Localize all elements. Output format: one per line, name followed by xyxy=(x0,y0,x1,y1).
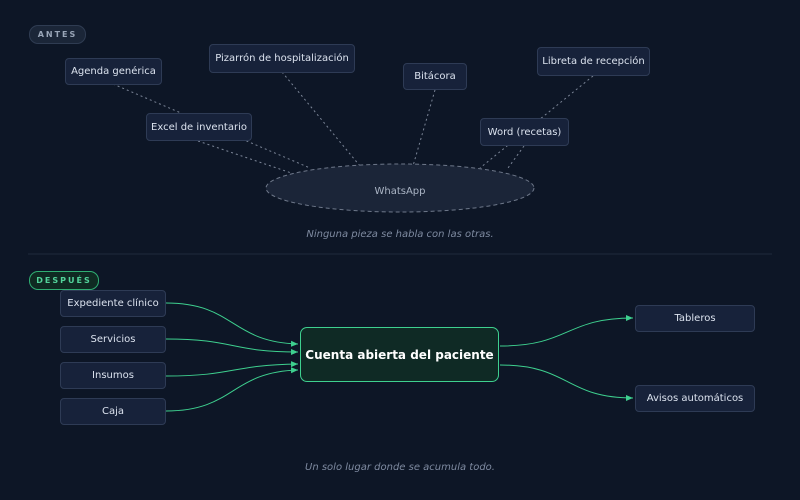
tool-pizarron: Pizarrón de hospitalización xyxy=(209,44,355,73)
output-tableros: Tableros xyxy=(635,305,755,332)
input-insumos: Insumos xyxy=(60,362,166,389)
antes-links xyxy=(112,71,594,177)
tool-bitacora: Bitácora xyxy=(403,63,467,90)
whatsapp-ellipse xyxy=(265,163,535,213)
despues-caption: Un solo lugar donde se acumula todo. xyxy=(305,462,495,473)
link-pizarron xyxy=(281,71,361,167)
antes-caption: Ninguna pieza se habla con las otras. xyxy=(306,229,494,240)
arrow-insumos xyxy=(165,361,299,377)
tool-excel: Excel de inventario xyxy=(146,113,252,141)
whatsapp-label: WhatsApp xyxy=(374,185,426,197)
arrow-expediente xyxy=(165,302,299,347)
arrow-caja xyxy=(165,367,299,412)
arrow-tableros xyxy=(499,315,634,347)
link-libreta xyxy=(479,75,594,169)
input-expediente: Expediente clínico xyxy=(60,290,166,317)
arrow-avisos xyxy=(499,364,634,401)
input-caja: Caja xyxy=(60,398,166,425)
tool-libreta: Libreta de recepción xyxy=(537,47,650,76)
output-avisos: Avisos automáticos xyxy=(635,385,755,412)
link-word xyxy=(507,145,525,169)
link-agenda xyxy=(112,83,311,169)
despues-badge: DESPUÉS xyxy=(29,271,99,290)
antes-badge: ANTES xyxy=(29,25,86,44)
tool-word: Word (recetas) xyxy=(480,118,569,146)
link-bitacora xyxy=(412,89,436,167)
tool-agenda: Agenda genérica xyxy=(65,58,162,85)
hub-cuenta-abierta: Cuenta abierta del paciente xyxy=(300,327,499,382)
input-servicios: Servicios xyxy=(60,326,166,353)
despues-links xyxy=(165,302,634,412)
arrow-servicios xyxy=(165,338,299,355)
